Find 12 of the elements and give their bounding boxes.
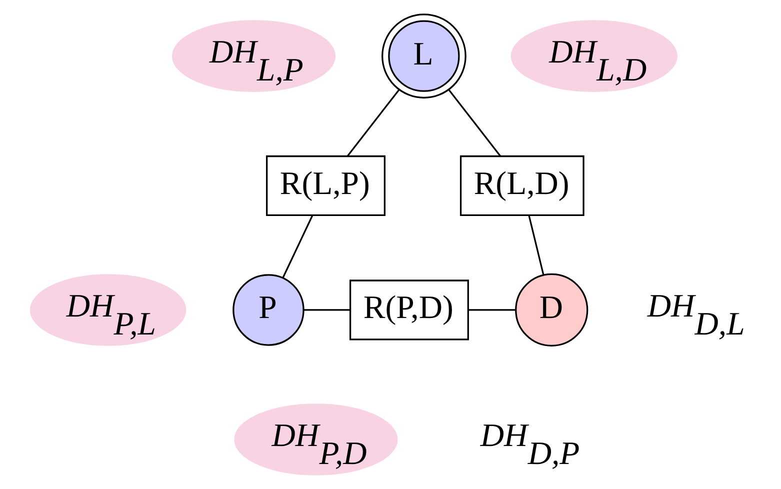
- connector: [448, 89, 502, 157]
- connector: [304, 309, 350, 311]
- node-box: R(P,D): [349, 280, 469, 340]
- node-circle: P: [232, 274, 304, 346]
- node-box: R(L,P): [266, 155, 386, 216]
- connector: [282, 215, 314, 278]
- connector: [528, 215, 544, 276]
- node-circle: D: [515, 273, 588, 347]
- connector: [346, 89, 400, 157]
- connector: [468, 309, 516, 311]
- node-circle: L: [382, 14, 466, 98]
- node-box: R(L,D): [460, 155, 584, 216]
